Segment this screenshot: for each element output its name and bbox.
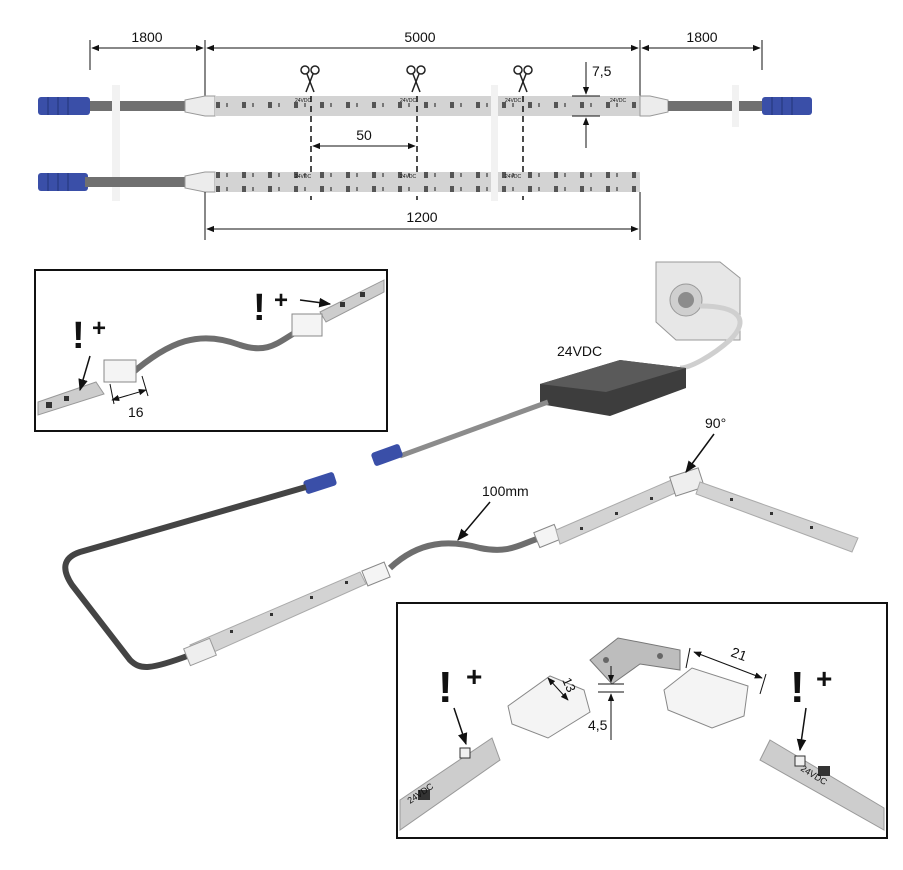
led-strip-lower (189, 571, 367, 661)
bend-radius-label: 100mm (482, 483, 529, 499)
plus-icon: + (92, 315, 106, 342)
connector-upper (533, 523, 561, 549)
plus-icon: + (274, 287, 288, 314)
led-strip-angled (695, 481, 859, 553)
plus-icon: + (816, 663, 832, 694)
cut-lines (310, 96, 524, 200)
wall-outlet (655, 261, 741, 341)
warning-icon: ! (438, 663, 453, 712)
short-strip-dimension (204, 192, 641, 240)
svg-text:24VDC: 24VDC (400, 174, 417, 180)
strip-assembly-short: 24VDC 24VDC 24VDC (38, 85, 640, 201)
dim-right-cable: 1800 (686, 29, 717, 45)
dim-clip-width: 13 (559, 675, 579, 694)
arrow-icon (796, 707, 807, 752)
psu-output-cable (399, 399, 549, 459)
inset-corner-detail: 24VDC 24VDC 13 4,5 21 ! + ! + (396, 602, 888, 839)
scissors-icon (513, 65, 533, 93)
dim-cut-interval: 50 (356, 127, 372, 143)
arrow-icon (299, 297, 332, 308)
angle-label: 90° (705, 415, 726, 431)
strip-width-dimension (572, 62, 600, 148)
arrow-icon (78, 355, 91, 392)
power-supply (540, 360, 686, 416)
corner-clip-right (663, 667, 749, 729)
svg-text:24VDC: 24VDC (505, 174, 522, 180)
dim-strip-width: 7,5 (592, 63, 612, 79)
blue-connector-psu (371, 444, 403, 466)
cable-left (85, 101, 190, 111)
strip-assembly-long: 24VDC 24VDC 24VDC 24VDC (38, 85, 812, 201)
svg-text:24VDC: 24VDC (400, 98, 417, 104)
power-cord (679, 303, 743, 371)
led-dots (230, 497, 813, 633)
cable-right (668, 101, 768, 111)
warning-icon: ! (72, 315, 85, 357)
svg-text:24VDC: 24VDC (295, 174, 312, 180)
inset-connector-detail: ! + ! + 16 (34, 269, 388, 432)
power-supply-label: 24VDC (557, 343, 602, 359)
svg-text:24VDC: 24VDC (295, 98, 312, 104)
small-connector-left (103, 359, 137, 383)
end-cap-left (184, 95, 216, 117)
end-cap-right (639, 95, 669, 117)
dim-short-strip: 1200 (406, 209, 437, 225)
small-connector-right (291, 313, 323, 337)
warning-icon: ! (790, 663, 805, 712)
connector-mid (361, 561, 391, 587)
dim-left-cable: 1800 (131, 29, 162, 45)
svg-text:24VDC: 24VDC (610, 98, 627, 104)
warning-icon: ! (253, 287, 266, 329)
dim-strip-length: 5000 (404, 29, 435, 45)
led-strip-long (215, 96, 640, 116)
jumper-cable (387, 535, 541, 571)
plus-icon: + (466, 661, 482, 692)
dim-gap: 4,5 (588, 717, 608, 733)
led-strip-short (215, 172, 640, 192)
scissors-icon (406, 65, 426, 93)
blue-connector-left (38, 97, 90, 115)
led-strip-upper (555, 477, 683, 545)
feed-cable (62, 484, 307, 670)
dim-connector-length: 16 (128, 404, 144, 420)
corner-connector-90 (669, 467, 705, 497)
arrow-icon (685, 433, 715, 473)
svg-text:24VDC: 24VDC (505, 98, 522, 104)
top-dimension-lines (89, 40, 763, 105)
arrow-icon (453, 707, 468, 746)
blue-connector-right (762, 97, 812, 115)
dim-clip-length: 21 (729, 644, 749, 664)
corner-clip-left (507, 675, 591, 739)
scissors-icon (300, 65, 320, 93)
blue-connector-loop (303, 472, 337, 494)
arrow-icon (457, 501, 491, 541)
